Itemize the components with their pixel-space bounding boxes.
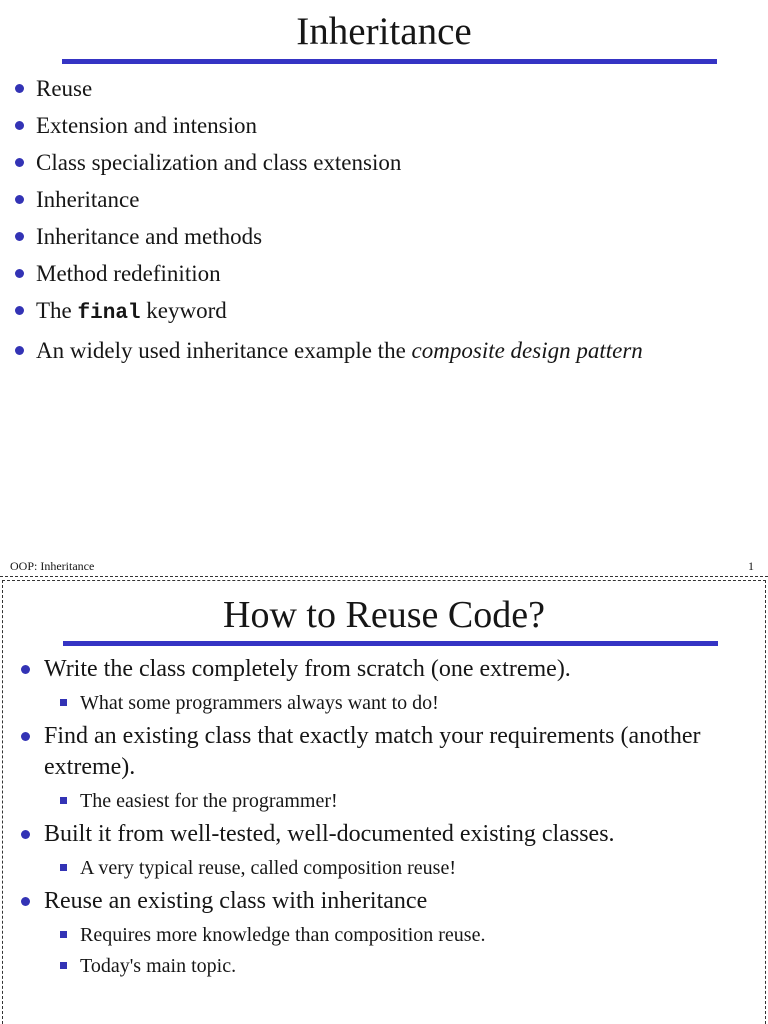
bullet-dot-icon [21, 732, 30, 741]
list-item-level2: What some programmers always want to do! [3, 688, 765, 718]
list-item-level2: Today's main topic. [3, 951, 765, 981]
bullet-text: Reuse [36, 76, 93, 101]
bullet-dot-icon [15, 195, 24, 204]
sub-bullet-square-icon [60, 797, 67, 804]
composite-pattern-emphasis: composite design pattern [411, 338, 643, 363]
bullet-dot-icon [15, 346, 24, 355]
bullet-text: An widely used inheritance example the c… [36, 338, 643, 363]
slide-page-2: How to Reuse Code? Write the class compl… [2, 580, 766, 1024]
sub-bullet-square-icon [60, 962, 67, 969]
slide1-title: Inheritance [296, 10, 472, 53]
bullet-text: Built it from well-tested, well-document… [44, 821, 615, 847]
bullet-text-post: keyword [140, 298, 227, 323]
bullet-text-pre: An widely used inheritance example the [36, 338, 412, 363]
bullet-text: Extension and intension [36, 113, 258, 138]
title-underline [63, 641, 718, 646]
page-number: 1 [748, 559, 754, 573]
footer-label: OOP: Inheritance [10, 559, 95, 573]
title-underline [62, 59, 717, 64]
bullet-text: Class specialization and class extension [36, 150, 402, 175]
bullet-dot-icon [15, 232, 24, 241]
bullet-text: What some programmers always want to do! [80, 692, 439, 714]
bullet-item: Method redefinition [0, 261, 768, 286]
bullet-item: Extension and intension [0, 113, 768, 138]
bullet-dot-icon [15, 269, 24, 278]
final-keyword-code: final [77, 302, 141, 325]
bullet-item: Inheritance [0, 187, 768, 212]
list-item-level2: The easiest for the programmer! [3, 786, 765, 816]
sub-bullet-square-icon [60, 699, 67, 706]
bullet-text: Method redefinition [36, 261, 221, 286]
bullet-text: Inheritance and methods [36, 224, 263, 249]
list-item-level1: Find an existing class that exactly matc… [3, 721, 765, 783]
sub-bullet-square-icon [60, 864, 67, 871]
bullet-text: Inheritance [36, 187, 140, 212]
bullet-dot-icon [21, 897, 30, 906]
bullet-text: A very typical reuse, called composition… [80, 857, 456, 879]
bullet-text: Find an existing class that exactly matc… [44, 723, 701, 780]
bullet-text: Write the class completely from scratch … [44, 656, 571, 682]
list-item-level1: Reuse an existing class with inheritance [3, 886, 765, 917]
slide2-title: How to Reuse Code? [223, 594, 545, 636]
list-item-level1: Write the class completely from scratch … [3, 654, 765, 685]
bullet-text-pre: The [36, 298, 78, 323]
bullet-dot-icon [15, 306, 24, 315]
bullet-dot-icon [15, 158, 24, 167]
sub-bullet-square-icon [60, 931, 67, 938]
bullet-text: The easiest for the programmer! [80, 790, 338, 812]
bullet-text: Requires more knowledge than composition… [80, 924, 486, 946]
list-item-level2: Requires more knowledge than composition… [3, 920, 765, 950]
bullet-dot-icon [15, 121, 24, 130]
slide-page-1: Inheritance Reuse Extension and intensio… [0, 10, 768, 577]
bullet-text: Reuse an existing class with inheritance [44, 888, 428, 914]
bullet-dot-icon [21, 665, 30, 674]
list-item-level1: Built it from well-tested, well-document… [3, 819, 765, 850]
bullet-text: Today's main topic. [80, 955, 237, 977]
bullet-item: An widely used inheritance example the c… [0, 338, 768, 363]
slide1-bullet-list: Reuse Extension and intension Class spec… [0, 76, 768, 363]
bullet-text: The final keyword [36, 298, 227, 326]
bullet-item: Class specialization and class extension [0, 150, 768, 175]
list-item-level2: A very typical reuse, called composition… [3, 853, 765, 883]
bullet-dot-icon [21, 830, 30, 839]
bullet-dot-icon [15, 84, 24, 93]
bullet-item: Reuse [0, 76, 768, 101]
slide2-bullet-list: Write the class completely from scratch … [3, 654, 765, 981]
bullet-item: Inheritance and methods [0, 224, 768, 249]
bullet-item: The final keyword [0, 298, 768, 326]
